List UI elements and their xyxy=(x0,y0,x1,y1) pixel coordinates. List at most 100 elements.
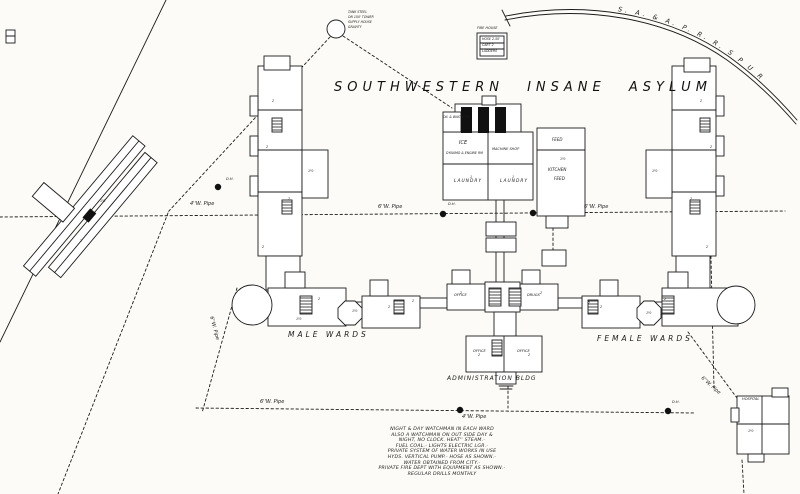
stair-hatch xyxy=(488,287,502,307)
administration-label: ADMINISTRATION BLDG xyxy=(447,375,537,382)
hydrant-dot xyxy=(664,407,672,415)
room-number-mark: 2 xyxy=(266,145,269,149)
tank-note-line-3: SUPPLY HOUSE xyxy=(348,20,372,24)
machine-shop-label: MACHINE SHOP xyxy=(492,147,520,151)
room-number-mark: 2 xyxy=(528,353,531,357)
hydrant-dot xyxy=(214,183,222,191)
hydrant-dot xyxy=(439,210,447,218)
room-number-mark: 1½ xyxy=(748,429,754,433)
room-number-mark: 2 xyxy=(600,305,603,309)
room-number-mark: 2 xyxy=(460,291,463,295)
room-number-mark: 1½ xyxy=(560,157,566,161)
octagon-tower xyxy=(636,300,662,326)
room-number-mark: 1 xyxy=(470,175,473,179)
detached-ward-building xyxy=(22,135,158,279)
hydrant-label-3: D.H. xyxy=(672,400,680,404)
room-number-mark: 2 xyxy=(690,197,693,201)
note-line: REGULAR DRILLS MONTHLY xyxy=(407,471,477,477)
hydrants xyxy=(214,183,672,415)
firehouse-line-3: LADDERS xyxy=(482,49,498,53)
room-number-mark: 1½ xyxy=(100,199,106,203)
central-corridor xyxy=(485,199,517,285)
stair-hatch xyxy=(587,299,599,315)
tank-note-line-1: TANK STEEL xyxy=(348,10,368,14)
tank-note-line-4: GRAVITY xyxy=(348,25,362,29)
note-line: FUEL COAL.- LIGHTS ELECTRIC LGR.- xyxy=(395,443,489,449)
pipe-label-6in-east: 6''W. Pipe xyxy=(584,204,609,210)
room-number-mark: 2 xyxy=(262,245,265,249)
note-line: PRIVATE SYSTEM OF WATER WORKS IN USE xyxy=(387,449,497,455)
boiler-chimney xyxy=(461,107,472,133)
office-lower-right-label: OFFICE xyxy=(517,349,530,353)
stair-hatch xyxy=(491,339,503,357)
room-number-mark: 2 xyxy=(412,299,415,303)
room-number-mark: 2 xyxy=(288,197,291,201)
pipe-label-4in-west: 4''W. Pipe xyxy=(190,201,215,207)
firehouse-line-2: CART 2 xyxy=(482,43,494,47)
room-number-mark: 2 xyxy=(478,353,481,357)
stair-hatch xyxy=(699,117,711,133)
room-number-mark: 1½ xyxy=(652,169,658,173)
kitchen-building xyxy=(536,127,586,267)
administration-building xyxy=(446,269,559,390)
dynamo-label: DYNAMO & ENGINE RM xyxy=(446,151,483,155)
office-upper-left-label: OFFICE xyxy=(454,293,467,297)
railroad-track: S. A. & A. P. R. R. S P U R xyxy=(501,5,798,125)
stair-hatch xyxy=(689,199,701,215)
feed-label: FEED xyxy=(552,137,563,142)
laundry-right-label: LAUNDRY xyxy=(500,179,529,184)
room-number-mark: 1 xyxy=(512,175,515,179)
firehouse-caption: FIRE HOUSE xyxy=(477,26,498,30)
oil-room-label: OIL & WASTE RM xyxy=(443,115,470,119)
boiler-chimney xyxy=(478,107,489,133)
hydrant-dot xyxy=(529,209,537,217)
room-number-mark: 2 xyxy=(318,297,321,301)
room-number-mark: 2 xyxy=(706,245,709,249)
door-mark xyxy=(82,208,97,223)
stair-hatch xyxy=(271,117,283,133)
male-wards-label: MALE WARDS xyxy=(288,330,369,339)
hospital-label: HOSPITAL xyxy=(742,397,760,401)
hydrant-label-2: D.H. xyxy=(448,202,456,206)
water-pipe-lines xyxy=(0,35,786,494)
laundry-boiler-building xyxy=(442,95,534,201)
female-ward-building xyxy=(557,57,756,329)
ice-label: ICE xyxy=(459,140,468,146)
note-line: NIGHT & DAY WATCHMAN IN EACH WARD xyxy=(390,427,494,432)
drugs-label: DRUGS xyxy=(527,293,540,297)
note-line: ALSO A WATCHMAN ON OUT SIDE DAY & xyxy=(391,432,493,438)
map-title: SOUTHWESTERN INSANE ASYLUM xyxy=(334,80,712,95)
hydrant-label-1: D.H. xyxy=(226,177,234,181)
hospital-building xyxy=(730,387,790,463)
kitchen-feed-label: FEED xyxy=(554,176,565,181)
room-number-mark: 2 xyxy=(664,297,667,301)
room-number-mark: 2 xyxy=(540,291,543,295)
hydrant-dot xyxy=(456,406,464,414)
room-number-mark: 2 xyxy=(700,99,703,103)
boiler-chimney xyxy=(495,107,506,133)
room-number-mark: 2 xyxy=(272,99,275,103)
octagon-tower xyxy=(337,300,363,326)
pipe-label-4in-southmid: 4''W. Pipe xyxy=(462,414,487,420)
stair-hatch xyxy=(661,295,675,315)
kitchen-label: KITCHEN xyxy=(548,167,567,172)
room-number-mark: 1½ xyxy=(296,317,302,321)
tank-note-line-2: ON 100' TOWER xyxy=(348,15,374,19)
office-lower-left-label: OFFICE xyxy=(473,349,486,353)
water-tank xyxy=(326,19,346,39)
pipe-label-6in-mid: 6''W. Pipe xyxy=(378,204,403,210)
note-line: WATER OBTAINED FROM CITY.- xyxy=(403,460,481,466)
round-tower xyxy=(716,285,756,325)
stair-hatch xyxy=(508,287,522,307)
room-number-mark: 2 xyxy=(710,145,713,149)
male-ward-building xyxy=(231,55,448,329)
room-number-mark: 1½ xyxy=(646,311,652,315)
room-number-mark: 2 xyxy=(588,301,591,305)
firehouse-line-1: HOSE 2-50' xyxy=(482,37,501,41)
laundry-left-label: LAUNDRY xyxy=(454,179,483,184)
fire-house-box xyxy=(476,32,508,60)
room-number-mark: 1½ xyxy=(308,169,314,173)
